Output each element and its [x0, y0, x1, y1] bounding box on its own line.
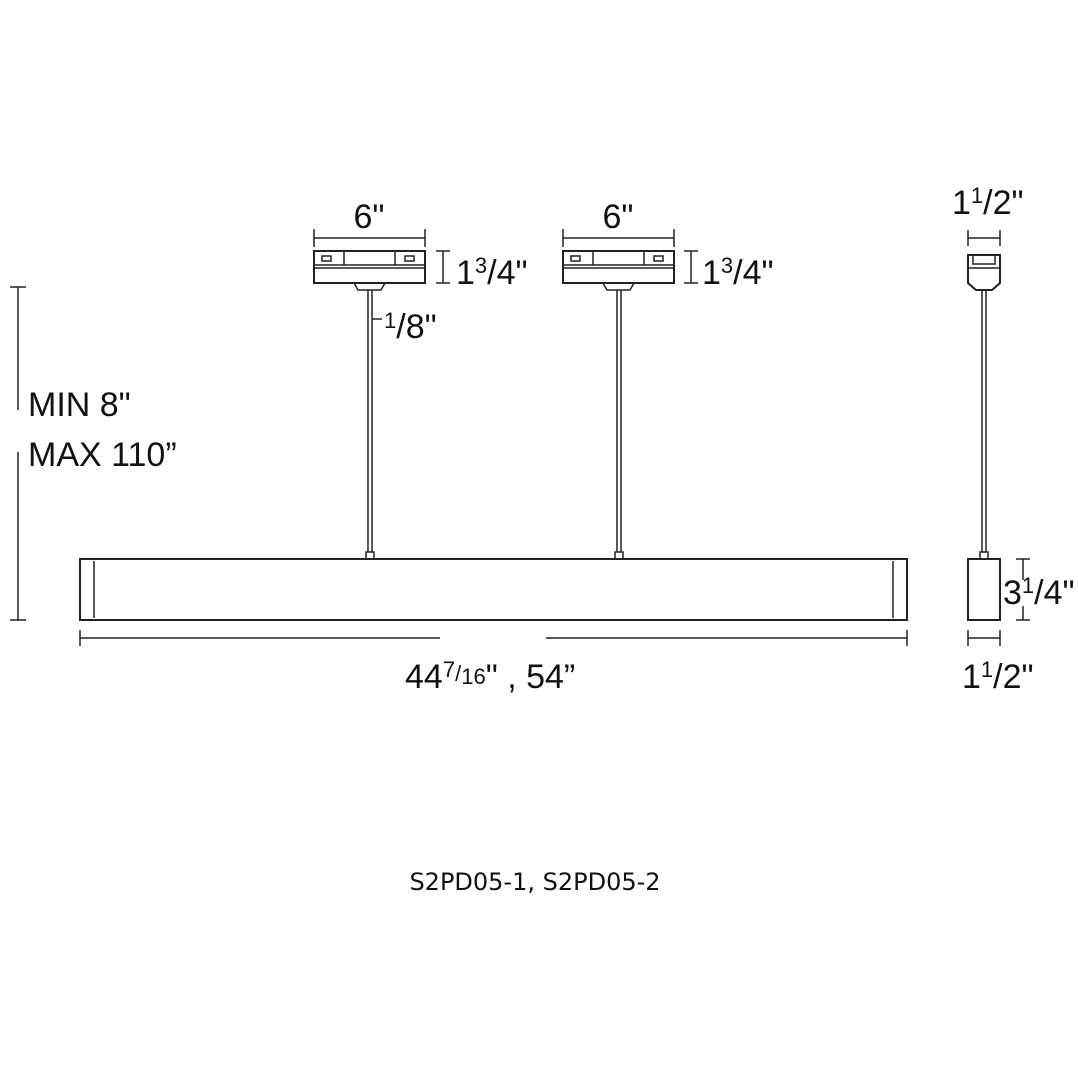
canopy-left: 6" 13/4" [313, 198, 528, 292]
side-body-width-label: 11/2" [962, 657, 1034, 696]
fixture-length-label: 447/16" , 54” [405, 657, 575, 696]
cable-diameter-label: 1/8" [384, 308, 437, 346]
canopy-right: 6" 13/4" [562, 198, 774, 292]
fixture-body [79, 558, 908, 621]
cable-left: 1/8" [365, 290, 437, 560]
suspension-max-label: MAX 110” [28, 436, 177, 474]
fixture-length-dimension: 447/16" , 54” [79, 630, 908, 696]
suspension-dimension: MIN 8" MAX 110” [10, 286, 177, 621]
suspension-min-label: MIN 8" [28, 386, 131, 424]
canopy-left-height-label: 13/4" [456, 253, 528, 292]
side-view: 11/2" 31/4" 11/2" [952, 183, 1075, 696]
side-canopy-width-label: 11/2" [952, 183, 1024, 222]
canopy-left-width-label: 6" [354, 198, 385, 236]
canopy-right-width-label: 6" [603, 198, 634, 236]
model-numbers: S2PD05-1, S2PD05-2 [409, 868, 660, 896]
canopy-right-height-label: 13/4" [702, 253, 774, 292]
cable-right [614, 290, 624, 560]
side-body-height-label: 31/4" [1003, 573, 1075, 612]
